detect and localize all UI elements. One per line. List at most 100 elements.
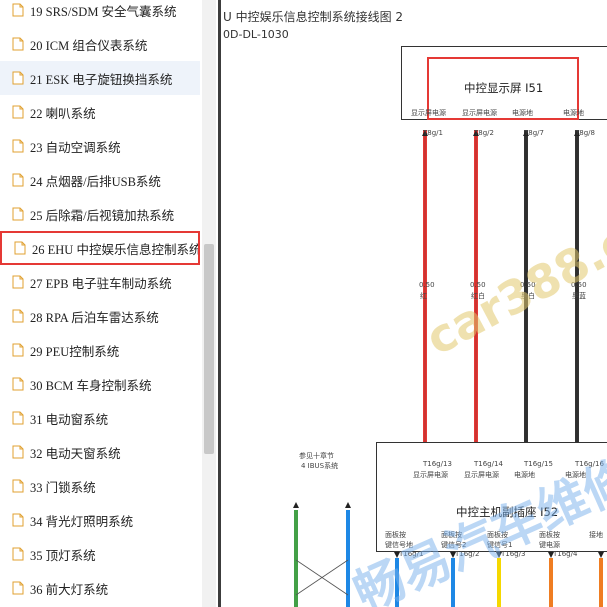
document-icon <box>12 343 24 357</box>
sidebar-item[interactable]: 32 电动天窗系统 <box>0 435 200 469</box>
host-pin-id: T16g/15 <box>524 460 553 468</box>
sidebar-item-label: 26 EHU 中控娱乐信息控制系统 <box>32 242 198 257</box>
sidebar-item[interactable]: 34 背光灯照明系统 <box>0 503 200 537</box>
host-pin-id: T16g/14 <box>474 460 503 468</box>
sidebar-item[interactable]: 19 SRS/SDM 安全气囊系统 <box>0 0 200 27</box>
wire-color: 黑白 <box>521 292 535 300</box>
document-icon <box>12 547 24 561</box>
wire-twist <box>295 559 349 596</box>
sidebar-item-label: 21 ESK 电子旋钮换挡系统 <box>30 72 173 87</box>
sidebar-item-label: 24 点烟器/后排USB系统 <box>30 174 161 189</box>
display-pin-id: T8g/8 <box>575 129 595 137</box>
wire-color: 黑蓝 <box>572 292 586 300</box>
sidebar-item[interactable]: 33 门锁系统 <box>0 469 200 503</box>
pin-arrow <box>473 130 479 136</box>
sidebar-item-label: 20 ICM 组合仪表系统 <box>30 38 148 53</box>
host-bottom-pin-name: 面板按 <box>385 531 406 539</box>
host-bottom-pin-name: 键信号2 <box>441 541 467 549</box>
pin-arrow <box>496 552 502 558</box>
document-icon <box>12 275 24 289</box>
sidebar-item-label: 34 背光灯照明系统 <box>30 514 134 529</box>
sidebar-item[interactable]: 30 BCM 车身控制系统 <box>0 367 200 401</box>
sidebar-item-label: 35 顶灯系统 <box>30 548 96 563</box>
document-icon <box>12 411 24 425</box>
sidebar-item-label: 32 电动天窗系统 <box>30 446 121 461</box>
host-pin-id: T16g/13 <box>423 460 452 468</box>
scrollbar-thumb[interactable] <box>204 244 214 454</box>
document-icon <box>12 377 24 391</box>
host-bottom-pin-name: 接地 <box>589 531 603 539</box>
pane-splitter[interactable] <box>218 0 221 607</box>
wire-size: 0.50 <box>571 281 587 289</box>
display-pin-id: T8g/7 <box>524 129 544 137</box>
pin-arrow <box>293 502 299 508</box>
host-bottom-pin-id: T16g/3 <box>501 550 526 558</box>
document-icon <box>12 207 24 221</box>
wire-size: 0.50 <box>520 281 536 289</box>
display-pin-id: T8g/1 <box>423 129 443 137</box>
sidebar-item-label: 36 前大灯系统 <box>30 582 109 597</box>
sidebar-item[interactable]: 20 ICM 组合仪表系统 <box>0 27 200 61</box>
sidebar-item[interactable]: 27 EPB 电子驻车制动系统 <box>0 265 200 299</box>
sidebar-item[interactable]: 36 前大灯系统 <box>0 571 200 605</box>
host-connector-box <box>376 442 607 552</box>
pin-arrow <box>523 130 529 136</box>
display-pin-name: 显示屏电源 <box>411 109 446 117</box>
document-icon <box>12 173 24 187</box>
sidebar-item[interactable]: 26 EHU 中控娱乐信息控制系统 <box>0 231 200 265</box>
sidebar-item[interactable]: 35 顶灯系统 <box>0 537 200 571</box>
ref-note-line1: 参见十章节 <box>299 452 334 460</box>
display-pin-id: T8g/2 <box>474 129 494 137</box>
pin-arrow <box>450 552 456 558</box>
host-bottom-pin-id: T16g/4 <box>553 550 578 558</box>
sidebar-item[interactable]: 23 自动空调系统 <box>0 129 200 163</box>
host-pin-name: 显示屏电源 <box>413 471 448 479</box>
display-pin-name: 显示屏电源 <box>462 109 497 117</box>
display-pin-name: 电源地 <box>563 109 584 117</box>
pin-arrow <box>548 552 554 558</box>
sidebar-item[interactable]: 31 电动窗系统 <box>0 401 200 435</box>
sidebar-item[interactable]: 28 RPA 后泊车雷达系统 <box>0 299 200 333</box>
host-bottom-pin-id: T16g/1 <box>399 550 424 558</box>
document-icon <box>12 479 24 493</box>
wire-size: 0.50 <box>470 281 486 289</box>
sidebar-item-label: 29 PEU控制系统 <box>30 344 120 359</box>
host-bottom-pin-name: 面板按 <box>487 531 508 539</box>
display-pin-name: 电源地 <box>512 109 533 117</box>
wire-color: 红白 <box>471 292 485 300</box>
wire-size: 0.50 <box>419 281 435 289</box>
sidebar-item[interactable]: 24 点烟器/后排USB系统 <box>0 163 200 197</box>
sidebar-item-label: 19 SRS/SDM 安全气囊系统 <box>30 4 177 19</box>
pin-arrow <box>345 502 351 508</box>
document-icon <box>12 139 24 153</box>
document-icon <box>12 513 24 527</box>
chapter-sidebar: 19 SRS/SDM 安全气囊系统 20 ICM 组合仪表系统 21 ESK 电子旋… <box>0 0 202 607</box>
sidebar-item-label: 23 自动空调系统 <box>30 140 121 155</box>
document-icon <box>12 581 24 595</box>
document-icon <box>12 37 24 51</box>
document-icon <box>12 105 24 119</box>
sidebar-item[interactable]: 25 后除霜/后视镜加热系统 <box>0 197 200 231</box>
document-icon <box>12 3 24 17</box>
host-pin-name: 显示屏电源 <box>464 471 499 479</box>
pin-arrow <box>394 552 400 558</box>
sidebar-item-label: 25 后除霜/后视镜加热系统 <box>30 208 175 223</box>
document-icon <box>12 445 24 459</box>
sidebar-item[interactable]: 29 PEU控制系统 <box>0 333 200 367</box>
diagram-title: U 中控娱乐信息控制系统接线图 2 <box>223 10 404 24</box>
host-bottom-pin-name: 面板按 <box>441 531 462 539</box>
host-pin-name: 电源地 <box>514 471 535 479</box>
wiring-diagram-page: U 中控娱乐信息控制系统接线图 2 0D-DL-1030 中控显示屏 I51 中… <box>221 0 607 607</box>
sidebar-item-label: 30 BCM 车身控制系统 <box>30 378 152 393</box>
document-icon <box>12 71 24 85</box>
host-pin-name: 电源地 <box>565 471 586 479</box>
wire-color: 红 <box>420 292 427 300</box>
sidebar-item-label: 33 门锁系统 <box>30 480 96 495</box>
pin-arrow <box>422 130 428 136</box>
sidebar-item[interactable]: 21 ESK 电子旋钮换挡系统 <box>0 61 200 95</box>
ref-note-line2: 4 IBUS系统 <box>301 462 339 470</box>
sidebar-item[interactable]: 22 喇叭系统 <box>0 95 200 129</box>
host-name: 中控主机副插座 I52 <box>456 505 559 519</box>
host-bottom-pin-name: 面板按 <box>539 531 560 539</box>
document-icon <box>12 309 24 323</box>
